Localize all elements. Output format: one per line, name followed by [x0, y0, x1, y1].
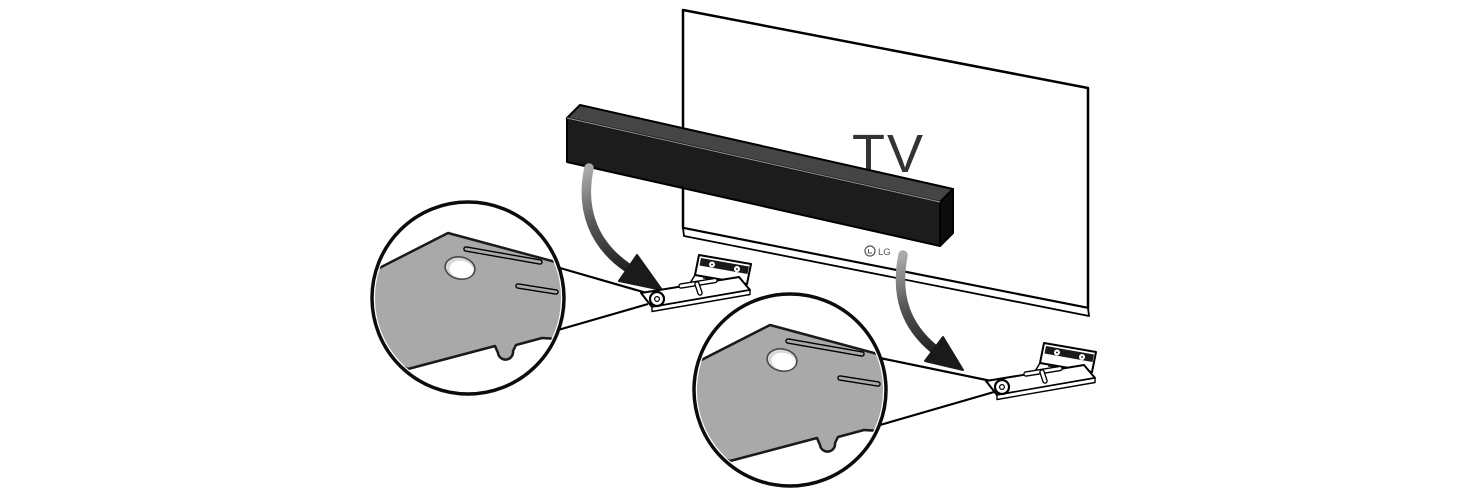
tv-logo: LG: [864, 245, 891, 258]
guide-arrow-right: [895, 250, 964, 371]
wall-bracket-right: [986, 343, 1096, 400]
callout-line-right-bottom: [879, 390, 995, 427]
zoom-plate-right: [660, 325, 928, 461]
guide-arrow-left-track: [581, 163, 633, 273]
lg-logo-label: LG: [878, 247, 891, 258]
soundbar: [566, 104, 954, 247]
magnifier-left-circle: [370, 200, 566, 396]
wall-bracket-right-art: [986, 343, 1096, 400]
magnifier-left-content: [338, 233, 606, 369]
callout-line-left-bottom: [557, 302, 649, 332]
guide-arrow-right-track: [895, 250, 939, 354]
magnifier-right-circle: [692, 292, 888, 488]
guide-arrow-left-head: [618, 254, 663, 291]
callout-line-left-top: [559, 266, 651, 296]
magnifier-right-content: [660, 325, 928, 461]
guide-arrow-right-head: [924, 336, 964, 371]
zoom-plate-left: [338, 233, 606, 369]
soundbar-edge-highlight: [566, 117, 941, 203]
lg-logo-icon-mark: [868, 249, 872, 254]
tv-bottom-edge: [682, 227, 1090, 317]
lg-logo-icon: [864, 245, 876, 257]
magnifier-right: [660, 292, 928, 488]
callout-line-right-top: [879, 356, 997, 384]
magnifier-left: [338, 200, 606, 396]
guide-arrow-left: [581, 163, 663, 291]
